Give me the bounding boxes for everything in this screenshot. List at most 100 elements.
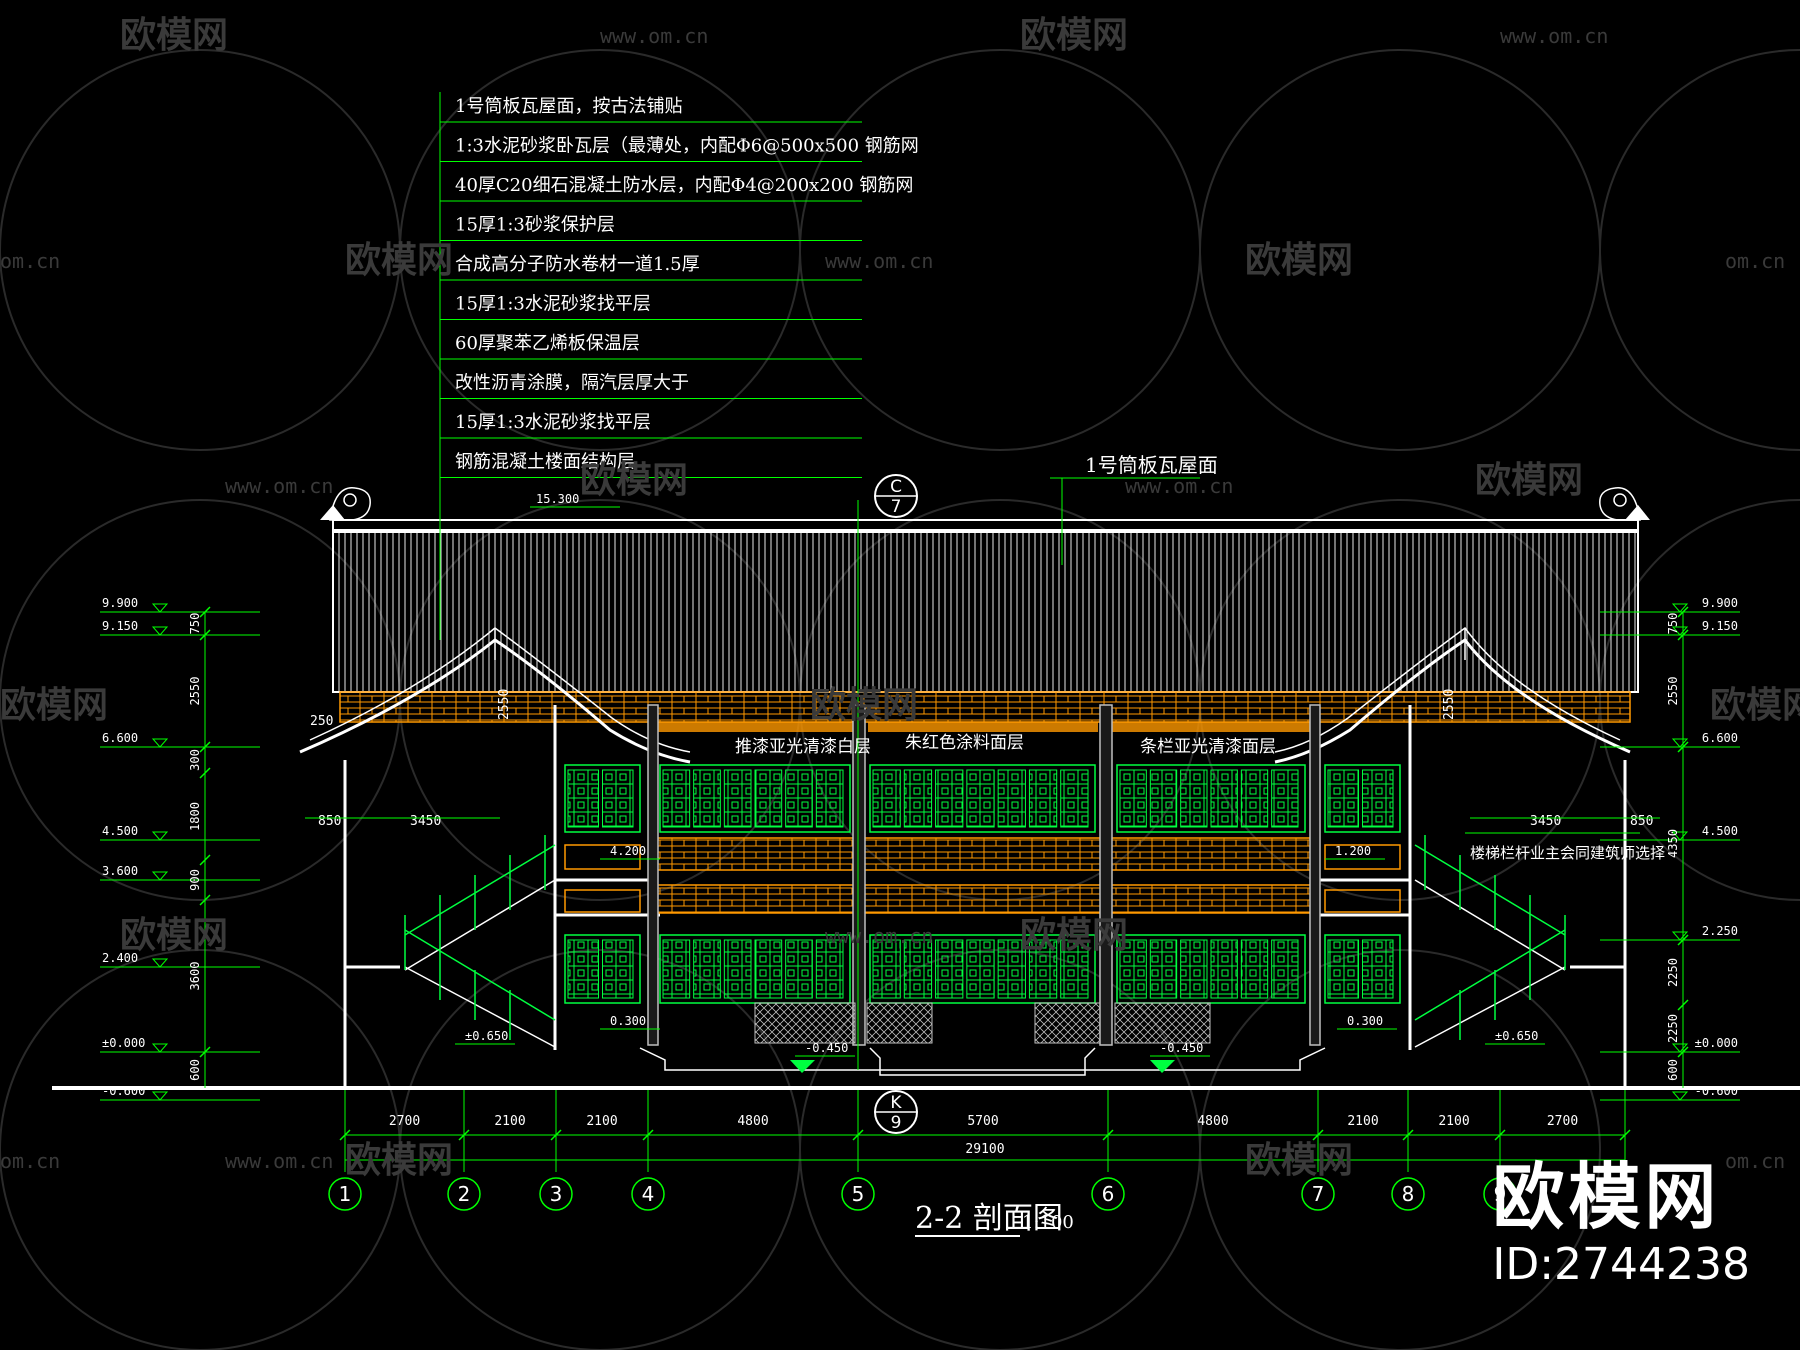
watermark-url-short: om.cn [0, 249, 60, 273]
elevation-value: 2.250 [1702, 924, 1738, 938]
balustrade-band [564, 837, 1401, 914]
title-text: 2-2 剖面图 [915, 1201, 1063, 1236]
window-panel [1119, 939, 1147, 999]
dim-value: 750 [1666, 613, 1680, 635]
section-marker-bottom-letter: K [890, 1093, 902, 1113]
elevation-mark [151, 871, 169, 881]
spec-note: 15厚1:3砂浆保护层 [455, 215, 615, 236]
elevation-value: -0.600 [102, 1084, 145, 1098]
watermark-url-short: om.cn [1725, 249, 1785, 273]
window-frame [1116, 764, 1306, 833]
label-roof: 1号筒板瓦屋面 [1085, 453, 1218, 477]
brand-logo: 欧模网 [1492, 1155, 1721, 1239]
elevation-value: ±0.000 [102, 1036, 145, 1050]
watermark-circle [399, 949, 801, 1350]
axis-span: 2100 [1347, 1114, 1378, 1129]
axis-bubble [447, 1177, 481, 1211]
dim-tick [1494, 1129, 1506, 1141]
dim-tick [1677, 999, 1689, 1011]
axis-span: 2700 [1547, 1114, 1578, 1129]
dim-tick [1677, 606, 1689, 618]
dim-tick [1677, 741, 1689, 753]
watermark-url: www.om.cn [225, 474, 333, 498]
label-right-finish: 条栏亚光清漆面层 [1140, 737, 1276, 757]
elevation-dims-right: 9.9009.1506.6004.5002.250±0.000-0.600750… [1600, 596, 1740, 1101]
window-panel [602, 939, 634, 999]
window-frame [869, 764, 1096, 833]
spec-note: 15厚1:3水泥砂浆找平层 [455, 412, 651, 433]
window-panel [935, 769, 964, 828]
axis-label: 1 [339, 1182, 352, 1206]
watermark-url: www.om.cn [825, 249, 933, 273]
roof-ornament-left [329, 487, 371, 521]
section-marker-top-letter: C [890, 477, 902, 497]
note-leaders [439, 92, 1063, 1070]
level-triangles [790, 1060, 1175, 1073]
section-marker-top-num: 7 [891, 497, 902, 517]
label-top-elev: 15.300 [536, 492, 579, 506]
window-panel [693, 769, 721, 828]
window-panel [966, 769, 995, 828]
axis-bubble [631, 1177, 665, 1211]
brand-id: ID:2744238 [1492, 1239, 1750, 1290]
axis-label: 4 [642, 1182, 655, 1206]
spec-note: 15厚1:3水泥砂浆找平层 [455, 294, 651, 315]
axis-bubble [1091, 1177, 1125, 1211]
inner-elevation: -0.450 [805, 1041, 848, 1055]
window-panel [966, 939, 995, 999]
dim-tick [1102, 1129, 1114, 1141]
window-frame [1324, 764, 1401, 833]
watermark-brand: 欧模网 [1020, 915, 1128, 956]
window-panel [1060, 939, 1089, 999]
facade-windows [564, 764, 1401, 1004]
bracket-band [339, 691, 1631, 732]
inner-elevation: 0.300 [610, 1014, 646, 1028]
spec-note: 改性沥青涂膜，隔汽层厚大于 [455, 373, 689, 394]
spec-note: 40厚C20细石混凝土防水层，内配Φ4@200x200 钢筋网 [455, 175, 913, 196]
dim-tick [1402, 1129, 1414, 1141]
dim-tick [1619, 1129, 1631, 1141]
watermark-url-short: om.cn [0, 1149, 60, 1173]
elevation-value: ±0.000 [1695, 1036, 1738, 1050]
dim-value: 600 [1666, 1059, 1680, 1081]
misc-dim: 250 [310, 714, 333, 729]
callout-labels: 1号筒板瓦屋面 推漆亚光清漆白层 朱红色涂料面层 条栏亚光清漆面层 楼梯栏杆业主… [530, 453, 1665, 862]
window-panel [1119, 769, 1147, 828]
side-roof-left [299, 627, 691, 764]
elevation-value: 4.500 [1702, 824, 1738, 838]
dim-tick [458, 1129, 470, 1141]
watermark-url: www.om.cn [1125, 474, 1233, 498]
window-panel [1271, 939, 1299, 999]
window-panel [723, 769, 752, 828]
axis-label: 2 [458, 1182, 471, 1206]
elevation-mark [151, 1091, 169, 1101]
spec-note: 1:3水泥砂浆卧瓦层（最薄处，内配Φ6@500x500 钢筋网 [455, 136, 919, 157]
window-panel [1240, 939, 1269, 999]
misc-dim: 3450 [410, 814, 441, 829]
dim-value: 3600 [188, 962, 202, 991]
axis-span: 5700 [967, 1114, 998, 1129]
watermark-brand: 欧模网 [1245, 1140, 1353, 1181]
watermark-brand: 欧模网 [810, 685, 918, 726]
dim-tick [550, 1129, 562, 1141]
window-panel [602, 769, 634, 828]
axis-bubble [1391, 1177, 1425, 1211]
elevation-mark [151, 831, 169, 841]
window-panel [754, 769, 783, 828]
dim-tick [1677, 934, 1689, 946]
watermark-url: www.om.cn [225, 1149, 333, 1173]
window-panel [1327, 939, 1359, 999]
elevation-mark [1671, 603, 1689, 613]
dim-value: 900 [188, 869, 202, 891]
dim-tick [199, 767, 211, 779]
elevation-mark [151, 738, 169, 748]
watermark-brand: 欧模网 [1710, 685, 1800, 726]
elevation-value: 3.600 [102, 864, 138, 878]
window-panel [693, 939, 721, 999]
title-scale: 1:100 [1022, 1212, 1074, 1233]
spec-note: 60厚聚苯乙烯板保温层 [455, 333, 640, 354]
window-frame [1324, 934, 1401, 1004]
misc-dim: 3450 [1530, 814, 1561, 829]
